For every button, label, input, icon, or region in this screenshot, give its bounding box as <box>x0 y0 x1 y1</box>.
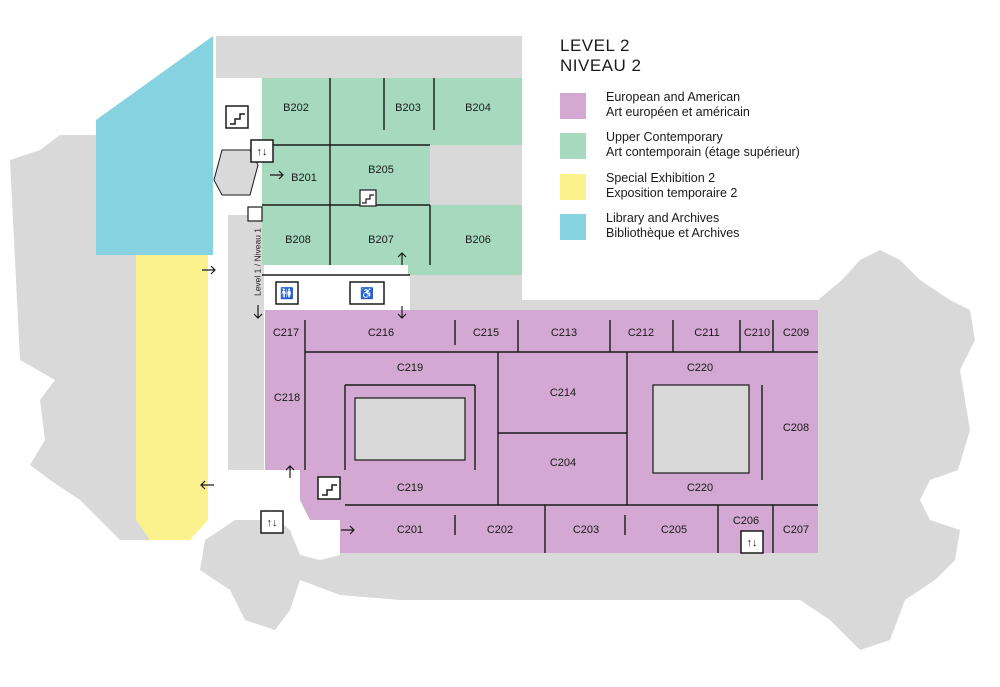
room-b205: B205 <box>368 164 394 176</box>
legend-item-european: European and American Art européen et am… <box>560 90 980 120</box>
room-b207: B207 <box>368 234 394 246</box>
room-c208: C208 <box>783 422 809 434</box>
stairs-icon <box>317 476 341 500</box>
restroom-icon: 🚻 <box>275 281 299 305</box>
room-c206: C206 <box>733 515 759 527</box>
elevator-icon: ↑↓ <box>250 139 274 163</box>
room-c220: C220 <box>687 362 713 374</box>
svg-text:↑↓: ↑↓ <box>257 146 268 158</box>
room-c213: C213 <box>551 327 577 339</box>
legend-label-en: European and American <box>606 90 741 104</box>
svg-text:♿: ♿ <box>360 287 374 300</box>
room-c201: C201 <box>397 524 423 536</box>
legend-item-contemporary: Upper Contemporary Art contemporain (éta… <box>560 130 980 160</box>
european-zone <box>265 310 818 553</box>
room-c220-south: C220 <box>687 482 713 494</box>
room-c214: C214 <box>550 387 576 399</box>
legend-text: Library and Archives Bibliothèque et Arc… <box>606 211 739 241</box>
special-exhibition-zone <box>136 255 208 540</box>
room-c219-south: C219 <box>397 482 423 494</box>
level-title-en: LEVEL 2 <box>560 36 630 55</box>
room-c217: C217 <box>273 327 299 339</box>
svg-text:↑↓: ↑↓ <box>747 537 758 549</box>
room-c212: C212 <box>628 327 654 339</box>
walls-green <box>262 78 435 276</box>
legend-label-en: Library and Archives <box>606 211 720 225</box>
room-c202: C202 <box>487 524 513 536</box>
room-c205: C205 <box>661 524 687 536</box>
legend-swatch <box>560 214 586 240</box>
legend-label-fr: Art contemporain (étage supérieur) <box>606 145 800 159</box>
courtyard-right <box>652 384 750 474</box>
corridor-level-label: Level 1 / Niveau 1 <box>252 228 262 296</box>
room-c210: C210 <box>744 327 770 339</box>
legend-item-library: Library and Archives Bibliothèque et Arc… <box>560 211 980 241</box>
room-c218: C218 <box>274 392 300 404</box>
legend: LEVEL 2 NIVEAU 2 European and American A… <box>560 36 980 240</box>
legend-text: European and American Art européen et am… <box>606 90 750 120</box>
elevator-icon: ↑↓ <box>260 510 284 534</box>
legend-text: Special Exhibition 2 Exposition temporai… <box>606 171 737 201</box>
legend-swatch <box>560 93 586 119</box>
legend-swatch <box>560 174 586 200</box>
stairs-icon <box>225 105 249 129</box>
room-c207: C207 <box>783 524 809 536</box>
room-b204: B204 <box>465 102 491 114</box>
room-c209: C209 <box>783 327 809 339</box>
library-zone <box>96 36 213 255</box>
legend-label-en: Special Exhibition 2 <box>606 171 716 185</box>
legend-label-fr: Bibliothèque et Archives <box>606 226 740 240</box>
room-b203: B203 <box>395 102 421 114</box>
room-b201: B201 <box>291 172 317 184</box>
courtyard-left <box>354 397 466 461</box>
elevator-icon: ↑↓ <box>740 530 764 554</box>
legend-swatch <box>560 133 586 159</box>
legend-label-en: Upper Contemporary <box>606 130 723 144</box>
legend-text: Upper Contemporary Art contemporain (éta… <box>606 130 800 160</box>
direction-arrows <box>200 170 407 535</box>
room-b202: B202 <box>283 102 309 114</box>
svg-text:🚻: 🚻 <box>280 287 294 300</box>
room-b206: B206 <box>465 234 491 246</box>
level-title-fr: NIVEAU 2 <box>560 56 642 75</box>
legend-label-fr: Art européen et américain <box>606 105 750 119</box>
svg-text:↑↓: ↑↓ <box>267 517 278 529</box>
legend-item-exhibition: Special Exhibition 2 Exposition temporai… <box>560 171 980 201</box>
stairs-icon <box>247 206 263 222</box>
room-b208: B208 <box>285 234 311 246</box>
room-labels: B202 B203 B204 B201 B205 B208 B207 B206 … <box>252 102 809 536</box>
room-c215: C215 <box>473 327 499 339</box>
room-c204: C204 <box>550 457 576 469</box>
room-c216: C216 <box>368 327 394 339</box>
walls-purple <box>304 320 818 553</box>
room-c219: C219 <box>397 362 423 374</box>
room-c211: C211 <box>694 327 719 339</box>
legend-label-fr: Exposition temporaire 2 <box>606 186 738 200</box>
room-c203: C203 <box>573 524 599 536</box>
accessible-icon: ♿ <box>349 281 385 305</box>
light-well <box>228 215 264 470</box>
stairs-icon <box>359 189 377 207</box>
